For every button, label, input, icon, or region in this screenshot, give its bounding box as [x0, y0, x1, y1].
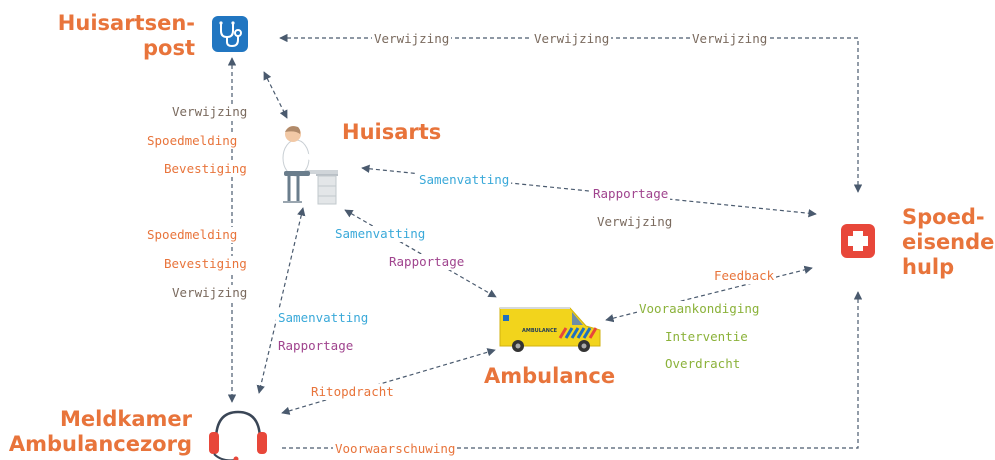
edge-label-post-seh-2: Verwijzing: [532, 31, 612, 47]
edge-label-left-upper-1: Verwijzing: [170, 104, 250, 120]
ambulance-vehicle-icon: AMBULANCE: [499, 307, 601, 352]
edge-label-post-seh-1: Verwijzing: [372, 31, 452, 47]
edge-label-post-seh-3: Verwijzing: [690, 31, 770, 47]
edge-label-amb-seh-4: Overdracht: [663, 356, 743, 372]
label-ambulance: Ambulance: [484, 364, 615, 389]
edge-label-left-upper-2: Spoedmelding: [145, 133, 240, 149]
edge-meldkamer-ambulance: [281, 348, 496, 415]
label-spoedeisende-hulp: Spoed- eisende hulp: [902, 205, 994, 280]
edge-huisarts-meldkamer: [256, 207, 306, 394]
edge-label-huisarts-seh-2: Rapportage: [591, 186, 671, 202]
edge-label-meld-seh-1: Voorwaarschuwing: [333, 441, 458, 457]
label-huisarts-text: Huisarts: [342, 120, 442, 144]
medical-cross-icon: [841, 224, 875, 258]
edge-label-left-upper-3: Bevestiging: [162, 161, 249, 177]
edge-label-meld-huisarts-2: Rapportage: [276, 338, 356, 354]
label-seh-line3: hulp: [902, 255, 955, 279]
edge-post-seh: [279, 33, 863, 193]
edge-label-left-lower-1: Spoedmelding: [145, 227, 240, 243]
edge-label-left-lower-2: Bevestiging: [162, 256, 249, 272]
label-meldkamer-line1: Meldkamer: [60, 407, 192, 431]
label-huisartsenpost: Huisartsen- post: [30, 11, 195, 61]
edge-post-huisarts: [263, 71, 288, 119]
edge-huisarts-seh: [361, 164, 817, 218]
label-seh-line2: eisende: [902, 230, 995, 254]
edge-label-meld-amb-1: Ritopdracht: [309, 384, 396, 400]
edge-label-left-lower-3: Verwijzing: [170, 285, 250, 301]
label-meldkamer: Meldkamer Ambulancezorg: [0, 407, 192, 457]
label-huisartsenpost-line2: post: [143, 36, 195, 60]
stethoscope-icon: [212, 16, 248, 52]
edge-label-huisarts-seh-1: Samenvatting: [417, 172, 512, 188]
edge-label-amb-seh-3: Interventie: [663, 329, 750, 345]
edge-label-huisarts-amb-2: Rapportage: [387, 254, 467, 270]
edge-label-meld-huisarts-1: Samenvatting: [276, 310, 371, 326]
label-ambulance-text: Ambulance: [484, 364, 616, 388]
label-meldkamer-line2: Ambulancezorg: [8, 432, 192, 456]
edge-meldkamer-seh: [282, 291, 863, 449]
edge-huisarts-ambulance: [344, 209, 497, 298]
edge-label-huisarts-amb-1: Samenvatting: [333, 226, 428, 242]
ambulance-vehicle-text: AMBULANCE: [522, 328, 558, 334]
edge-label-amb-seh-1: Feedback: [712, 268, 777, 284]
edge-label-huisarts-seh-3: Verwijzing: [595, 214, 675, 230]
label-huisarts: Huisarts: [342, 120, 441, 145]
headset-icon: [209, 410, 267, 460]
label-seh-line1: Spoed-: [902, 205, 985, 229]
label-huisartsenpost-line1: Huisartsen-: [57, 11, 195, 35]
doctor-at-desk-icon: [282, 126, 338, 205]
edge-label-amb-seh-2: Vooraankondiging: [637, 301, 762, 317]
